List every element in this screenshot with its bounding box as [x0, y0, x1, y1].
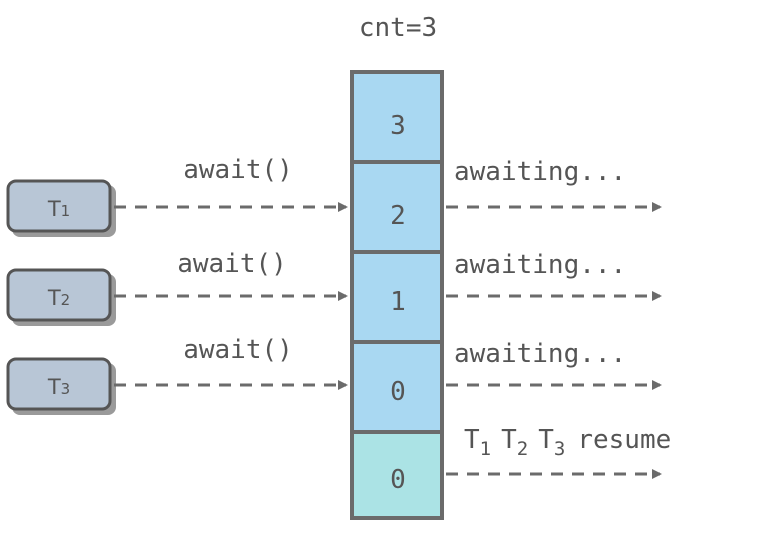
thread-t2: T2: [6, 268, 116, 326]
counter-value: 0: [390, 465, 406, 495]
await-label: await(): [177, 249, 287, 279]
awaiting-label: awaiting...: [454, 339, 626, 369]
thread-t3: T3: [6, 357, 116, 415]
awaiting-label: awaiting...: [454, 157, 626, 187]
thread-label: T3: [47, 375, 70, 399]
counter-column: 3 2 1 0 0: [350, 70, 444, 520]
counter-cell: [350, 340, 444, 434]
thread-label: T1: [47, 197, 70, 221]
thread-box: [6, 179, 112, 233]
await-label: await(): [183, 335, 293, 365]
counter-value: 1: [390, 287, 406, 317]
thread-box: [6, 268, 112, 322]
counter-value: 2: [390, 201, 406, 231]
counter-title: cnt=3: [359, 13, 437, 43]
counter-value: 3: [390, 111, 406, 141]
thread-label: T2: [47, 286, 70, 310]
thread-t1: T1: [6, 179, 116, 237]
counter-value: 0: [390, 377, 406, 407]
thread-box: [6, 357, 112, 411]
counter-cell-final: [350, 430, 444, 520]
awaiting-label: awaiting...: [454, 250, 626, 280]
await-label: await(): [183, 155, 293, 185]
